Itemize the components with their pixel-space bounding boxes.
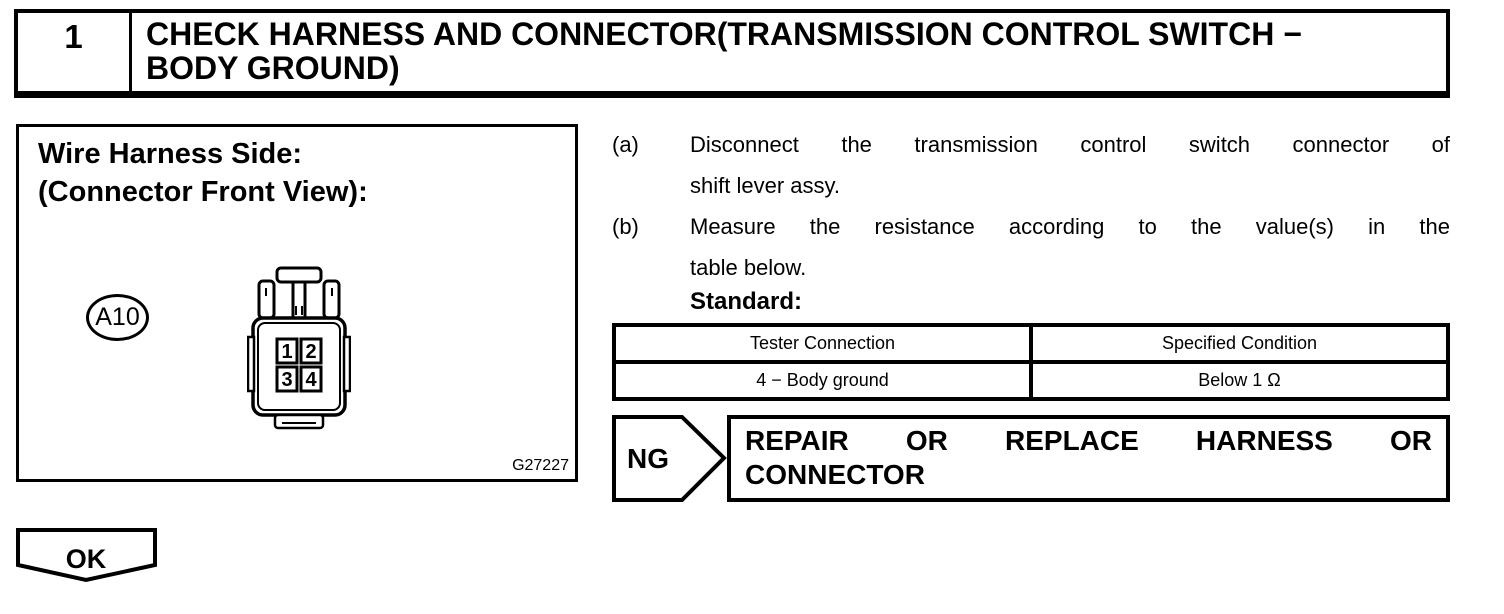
cell-tester-connection: 4 − Body ground (612, 360, 1033, 401)
connector-ear-right (342, 335, 351, 393)
pin-label-1: 1 (281, 341, 292, 363)
pin-cell-3 (275, 365, 299, 393)
standard-label: Standard: (690, 288, 803, 315)
figure-caption: Wire Harness Side: (Connector Front View… (38, 135, 368, 211)
connector-id-label: A10 (95, 303, 140, 331)
ng-action-line-1: REPAIR OR REPLACE HARNESS OR (745, 425, 1432, 456)
instruction-step-b-text: Measure the resistance according to the … (690, 206, 1450, 288)
ok-arrow-label: OK (66, 544, 107, 574)
connector-prong-ticks (265, 288, 333, 296)
connector-id-oval: A10 (86, 294, 149, 341)
ok-arrow: OK (16, 528, 157, 583)
instruction-step-a: (a) Disconnect the transmission control … (612, 124, 1450, 206)
connector-prong-left (257, 279, 276, 320)
instruction-step-b: (b) Measure the resistance according to … (612, 206, 1450, 288)
connector-stem (291, 282, 307, 318)
ok-arrow-shape (16, 528, 157, 583)
instruction-step-a-line-1: Disconnect the transmission control swit… (690, 132, 1450, 157)
instruction-column: (a) Disconnect the transmission control … (612, 0, 1450, 614)
instruction-step-a-label: (a) (612, 132, 639, 157)
connector-prong-right (322, 279, 341, 320)
instruction-step-a-text: Disconnect the transmission control swit… (690, 124, 1450, 206)
instruction-step-b-line-2: table below. (690, 255, 807, 280)
figure-code: G27227 (512, 457, 569, 474)
ng-action-line-2: CONNECTOR (745, 459, 925, 490)
step-header: 1 CHECK HARNESS AND CONNECTOR(TRANSMISSI… (14, 9, 1450, 98)
pin-label-4: 4 (305, 369, 317, 391)
specification-table-row: 4 − Body ground Below 1 Ω (612, 360, 1450, 401)
step-title-line-2: BODY GROUND) (146, 50, 400, 86)
ng-arrow: NG (612, 415, 727, 502)
specification-table-header-row: Tester Connection Specified Condition (612, 323, 1450, 364)
header-specified-condition: Specified Condition (1029, 323, 1450, 364)
connector-bottom-tab (273, 413, 325, 430)
step-title: CHECK HARNESS AND CONNECTOR(TRANSMISSION… (132, 13, 1446, 91)
step-number: 1 (18, 13, 132, 91)
instruction-step-a-line-2: shift lever assy. (690, 173, 840, 198)
instruction-step-b-line-1: Measure the resistance according to the … (690, 214, 1450, 239)
connector-figure-box: Wire Harness Side: (Connector Front View… (16, 124, 578, 482)
connector-diagram: 1 2 3 4 (247, 266, 351, 430)
ng-arrow-shape (612, 415, 727, 502)
pin-cell-4 (299, 365, 323, 393)
pin-cell-1 (275, 337, 299, 365)
specification-table: Tester Connection Specified Condition 4 … (612, 323, 1450, 401)
connector-ear-left (247, 335, 256, 393)
connector-body-inner (257, 322, 341, 411)
pin-cell-2 (299, 337, 323, 365)
figure-caption-line-1: Wire Harness Side: (38, 138, 303, 170)
pin-label-3: 3 (281, 369, 292, 391)
cell-specified-condition: Below 1 Ω (1029, 360, 1450, 401)
instruction-step-b-label: (b) (612, 214, 639, 239)
connector-lock-tab (275, 266, 323, 284)
step-title-line-1: CHECK HARNESS AND CONNECTOR(TRANSMISSION… (146, 16, 1302, 52)
figure-caption-line-2: (Connector Front View): (38, 176, 368, 208)
ng-arrow-label: NG (627, 443, 669, 474)
pin-label-2: 2 (305, 341, 316, 363)
ng-action-box: REPAIR OR REPLACE HARNESS OR CONNECTOR (727, 415, 1450, 502)
connector-stem-ticks (295, 306, 303, 315)
header-tester-connection: Tester Connection (612, 323, 1033, 364)
